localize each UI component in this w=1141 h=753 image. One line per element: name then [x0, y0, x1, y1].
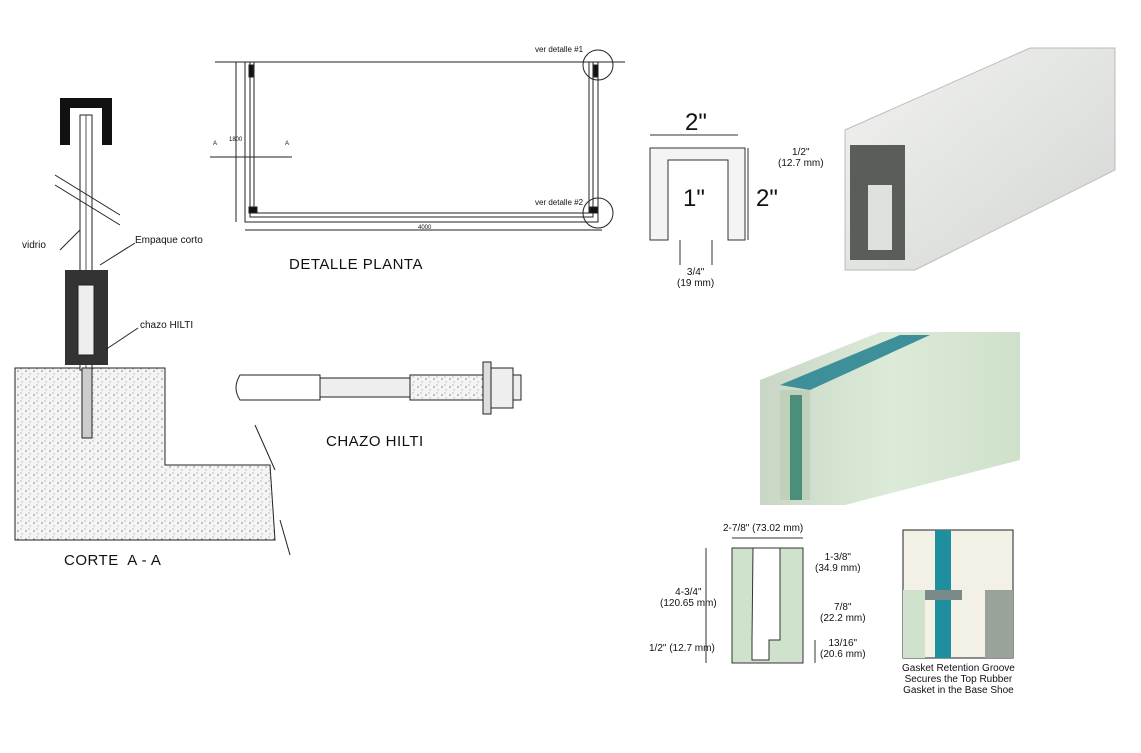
dim-lip-in: 1/2": [792, 147, 810, 158]
plan-drawing: [210, 49, 625, 231]
dim-lip-mm: (12.7 mm): [778, 158, 824, 169]
dim-height-in: 4-3/4": [675, 587, 702, 598]
cap-rail-photo: [844, 47, 1116, 271]
plan-title: DETALLE PLANTA: [289, 256, 423, 273]
dim-shoe-channel: 1-3/8"(34.9 mm): [815, 552, 861, 574]
gasket-caption: Gasket Retention Groove Secures the Top …: [902, 663, 1015, 696]
caption-line: Gasket in the Base Shoe: [903, 685, 1014, 696]
dim-cap-inner: 1": [683, 185, 705, 212]
gasket-photo: [902, 529, 1014, 659]
dim-channel-mm: (34.9 mm): [815, 563, 861, 574]
dim-cap-width: 2": [685, 109, 707, 136]
dim-groove-in: 7/8": [834, 602, 852, 613]
dim-depth-mm: (20.6 mm): [820, 649, 866, 660]
label-detalle-2: ver detalle #2: [535, 198, 584, 207]
dim-shoe-width: 2-7/8" (73.02 mm): [723, 523, 804, 534]
section-mark-left: A: [213, 141, 218, 147]
anchor-title: CHAZO HILTI: [326, 433, 424, 450]
caption-line: Secures the Top Rubber: [904, 674, 1013, 685]
dim-slot-mm: (19 mm): [677, 278, 715, 289]
label-chazo-hilti: chazo HILTI: [140, 320, 194, 331]
dim-slot-in: 3/4": [686, 267, 705, 278]
dim-cap-lip: 1/2"(12.7 mm): [778, 147, 824, 169]
section-a-a-drawing: [14, 98, 291, 556]
dim-shoe-bottom: 1/2" (12.7 mm): [649, 643, 715, 654]
caption-line: Gasket Retention Groove: [902, 663, 1015, 674]
dim-groove-mm: (22.2 mm): [820, 613, 866, 624]
dim-channel-in: 1-3/8": [824, 552, 851, 563]
dim-height: 1800: [229, 137, 243, 143]
dim-cap-height: 2": [756, 185, 778, 212]
label-empaque-corto: Empaque corto: [135, 235, 203, 246]
dim-depth-in: 13/16": [828, 638, 858, 649]
dim-shoe-height: 4-3/4"(120.65 mm): [660, 587, 717, 609]
anchor-bolt-drawing: [235, 361, 522, 415]
base-shoe-photo: [760, 332, 1020, 505]
dim-width: 4000: [418, 225, 432, 231]
section-title: CORTE A - A: [64, 552, 162, 569]
dim-cap-slot: 3/4"(19 mm): [677, 267, 714, 289]
label-detalle-1: ver detalle #1: [535, 45, 584, 54]
dim-shoe-groove: 7/8"(22.2 mm): [820, 602, 866, 624]
cap-profile-drawing: [649, 134, 749, 265]
dim-height-mm: (120.65 mm): [660, 598, 717, 609]
label-vidrio: vidrio: [22, 240, 46, 251]
dim-shoe-groove-depth: 13/16"(20.6 mm): [820, 638, 866, 660]
base-shoe-dimension-drawing: [705, 537, 816, 664]
section-mark-right: A: [285, 141, 290, 147]
